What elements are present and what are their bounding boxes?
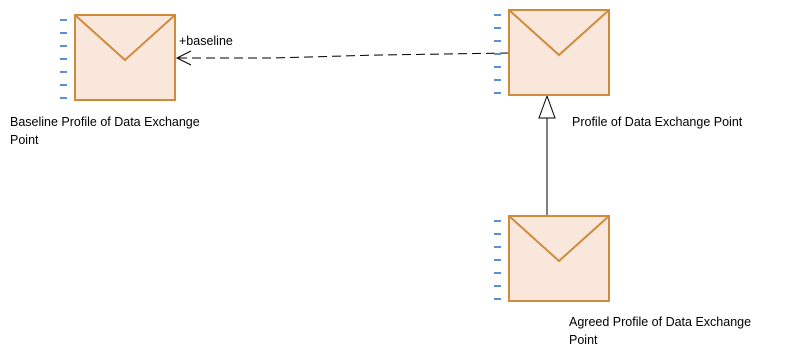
port-dashes (494, 220, 501, 300)
dependency-role-label: +baseline (179, 34, 233, 48)
generalization-edge[interactable] (538, 94, 556, 216)
dependency-line[interactable] (177, 52, 510, 59)
generalization-arrowhead (538, 94, 556, 119)
node-profile[interactable]: Profile of Data Exchange Point (494, 9, 743, 129)
node-label: Profile of Data Exchange Point (572, 115, 743, 129)
port-dashes (60, 19, 67, 99)
envelope-icon (74, 14, 176, 62)
envelope-icon (508, 215, 610, 263)
port-dashes (494, 14, 501, 94)
dependency-arrowhead (175, 50, 192, 66)
node-agreed-profile[interactable]: Agreed Profile of Data Exchange Point (494, 215, 755, 345)
envelope-icon (508, 9, 610, 57)
dependency-edge-baseline[interactable]: +baseline (175, 34, 510, 66)
node-label: Agreed Profile of Data Exchange Point (569, 315, 755, 345)
node-label: Baseline Profile of Data Exchange Point (10, 115, 203, 147)
node-baseline-profile[interactable]: Baseline Profile of Data Exchange Point (10, 14, 203, 147)
